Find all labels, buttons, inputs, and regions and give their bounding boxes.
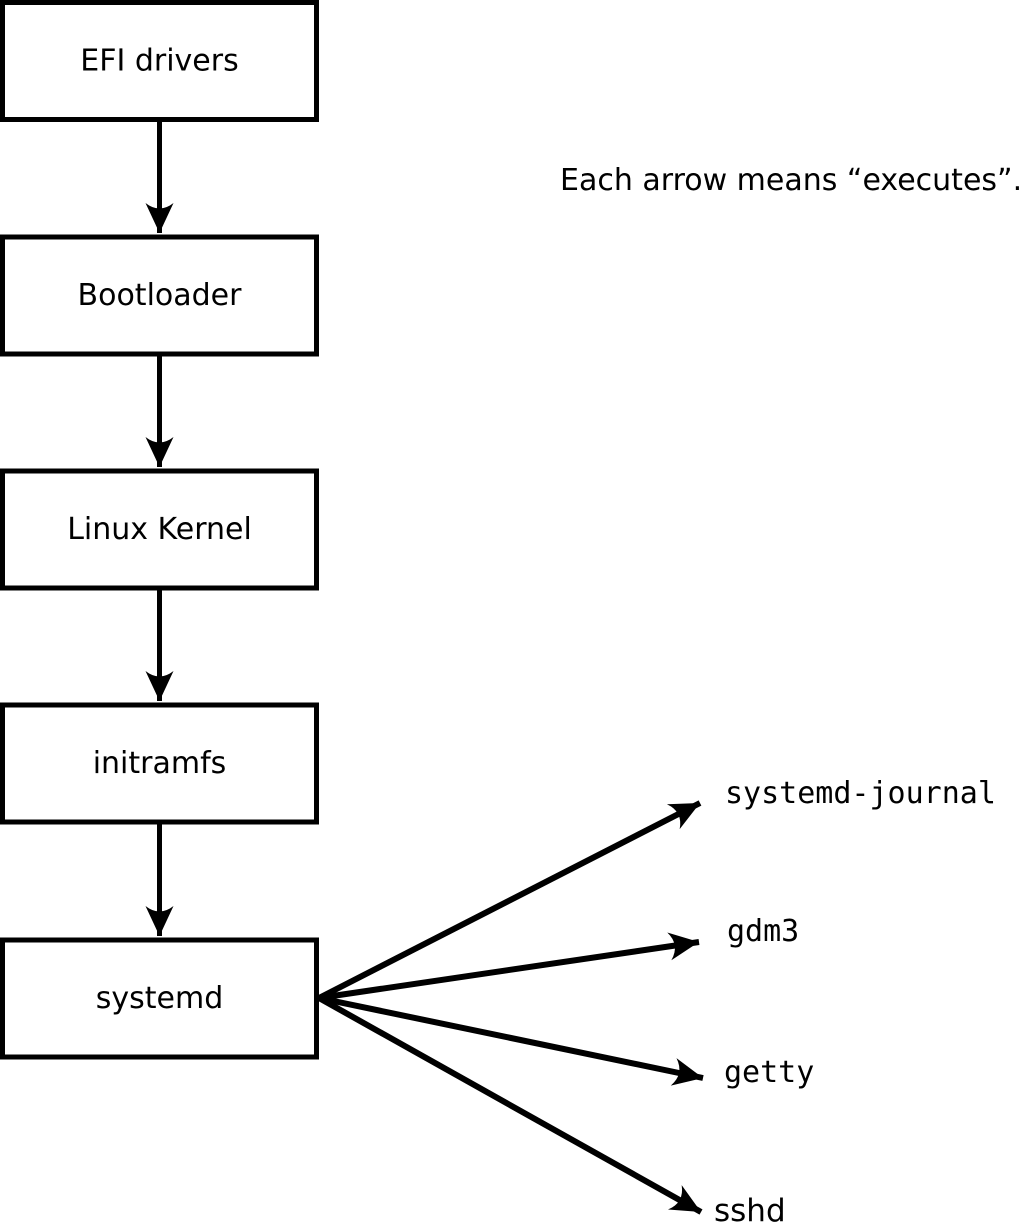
node-efi-drivers-label: EFI drivers <box>80 44 238 79</box>
arrow-systemd-to-getty <box>318 995 704 1086</box>
service-label-systemd-journal: systemd-journal <box>725 776 996 811</box>
arrow-systemd-to-sshd <box>317 995 703 1215</box>
service-label-sshd: sshd <box>714 1193 786 1229</box>
node-initramfs-label: initramfs <box>93 746 227 781</box>
node-systemd-label: systemd <box>96 981 224 1016</box>
arrow-systemd-to-gdm3 <box>318 932 700 1001</box>
node-systemd <box>0 937 319 1060</box>
service-label-getty: getty <box>724 1055 814 1090</box>
node-efi-drivers <box>0 0 319 122</box>
node-bootloader-label: Bootloader <box>78 278 243 313</box>
service-label-gdm3: gdm3 <box>727 914 799 949</box>
arrow-systemd-to-journal <box>317 800 702 1001</box>
node-bootloader <box>0 234 319 357</box>
arrow-meaning-note: Each arrow means “executes”. <box>560 163 1022 198</box>
node-linux-kernel-label: Linux Kernel <box>67 512 252 547</box>
node-initramfs <box>0 702 319 825</box>
